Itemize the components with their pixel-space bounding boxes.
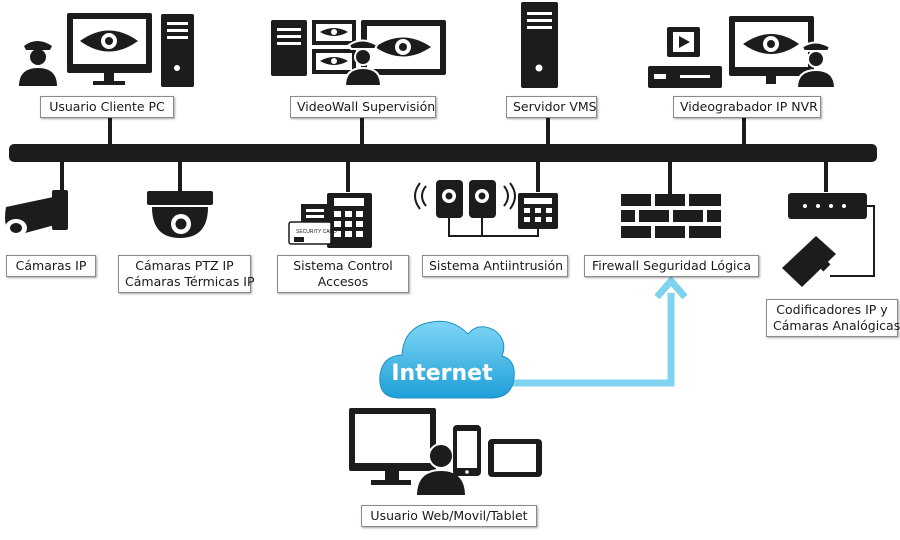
phone-icon	[453, 425, 481, 476]
label-text: VideoWall Supervisión	[297, 99, 436, 114]
monitor-eye-icon	[67, 13, 152, 85]
security-card-text: SECURITY CARD	[296, 229, 337, 235]
bullet-camera-icon	[5, 190, 68, 237]
label-text: Usuario Cliente PC	[49, 99, 165, 114]
label-control-accesos: Sistema Control Accesos	[277, 255, 409, 293]
internet-arrow	[512, 293, 675, 387]
server-icon	[521, 2, 558, 88]
desktop-icon	[349, 408, 436, 485]
guard-icon	[795, 41, 837, 89]
encoder-box-icon	[788, 193, 875, 277]
label-camaras-ptz: Cámaras PTZ IP Cámaras Térmicas IP	[118, 255, 255, 293]
analog-camera-icon	[782, 236, 836, 287]
bus-connectors	[60, 118, 828, 194]
label-text: Codificadores IP y	[776, 302, 888, 317]
intrusion-sensor-icon	[414, 180, 558, 237]
user-icon	[414, 443, 468, 497]
label-text: Cámaras PTZ IP	[135, 258, 234, 273]
firewall-brick-icon	[621, 194, 721, 238]
network-bus	[9, 144, 877, 162]
label-text: Videograbador IP NVR	[680, 99, 818, 114]
label-text: Cámaras IP	[15, 258, 87, 273]
tower-pc-icon	[161, 14, 194, 87]
tablet-icon	[488, 439, 542, 477]
label-text: Sistema Antiintrusión	[429, 258, 564, 273]
label-usuario-web: Usuario Web/Movil/Tablet	[361, 505, 537, 527]
label-text: Firewall Seguridad Lógica	[591, 258, 752, 273]
label-videograbador: Videograbador IP NVR	[673, 96, 821, 118]
nvr-recorder-icon	[648, 16, 814, 88]
label-text: Cámaras Analógicas	[773, 318, 900, 333]
label-camaras-ip: Cámaras IP	[6, 255, 96, 277]
guard-icon	[343, 39, 383, 87]
guard-icon	[19, 41, 57, 86]
dome-camera-icon	[147, 191, 213, 238]
label-text: Sistema Control	[293, 258, 393, 273]
label-usuario-cliente-pc: Usuario Cliente PC	[40, 96, 174, 118]
label-servidor-vms: Servidor VMS	[506, 96, 597, 118]
label-text: Usuario Web/Movil/Tablet	[370, 508, 528, 523]
label-codificadores: Codificadores IP y Cámaras Analógicas	[766, 299, 900, 337]
label-text: Accesos	[317, 274, 369, 289]
label-text: Servidor VMS	[513, 99, 597, 114]
label-firewall: Firewall Seguridad Lógica	[584, 255, 759, 277]
access-keypad-icon	[288, 193, 372, 248]
videowall-icon	[271, 20, 446, 76]
internet-label: Internet	[391, 361, 493, 386]
arrow-head	[654, 275, 688, 300]
label-text: Cámaras Térmicas IP	[125, 274, 255, 289]
label-antiintrusion: Sistema Antiintrusión	[422, 255, 568, 277]
cloud-icon	[379, 320, 515, 399]
label-videowall: VideoWall Supervisión	[290, 96, 436, 118]
